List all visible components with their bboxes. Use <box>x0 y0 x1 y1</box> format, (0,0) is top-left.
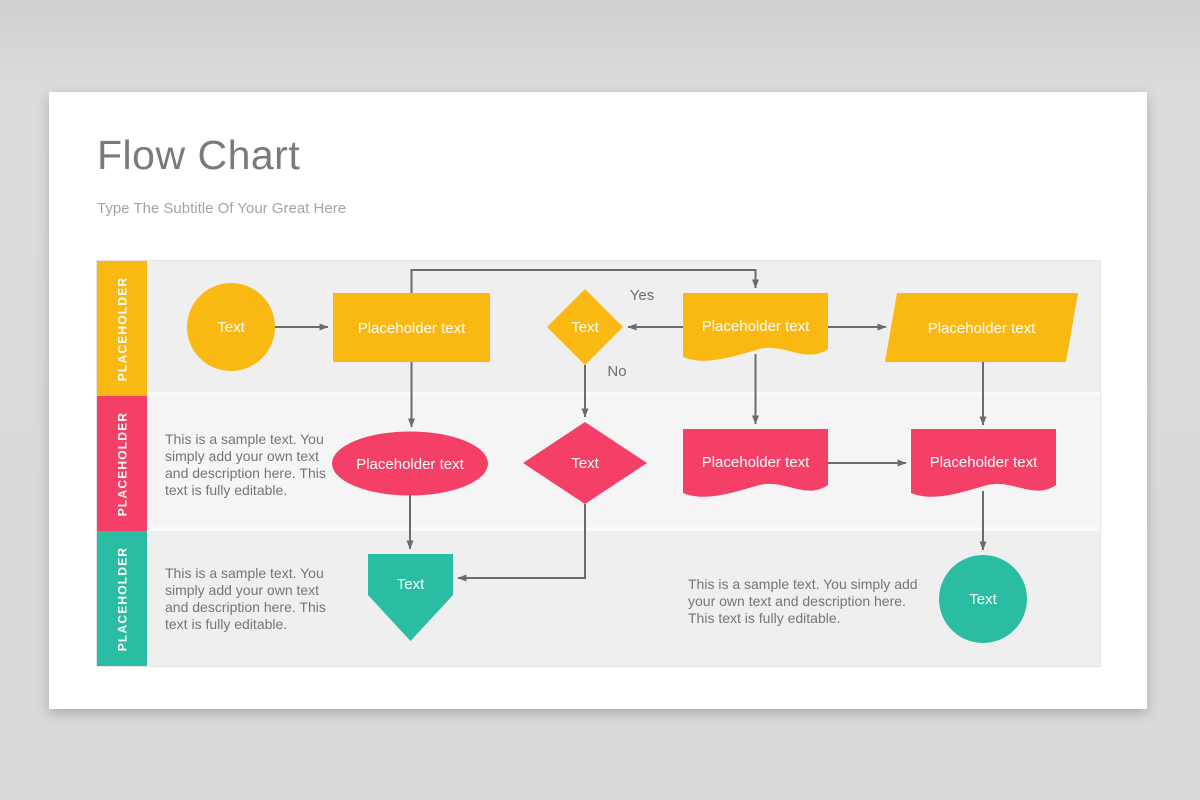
document-1-shape[interactable] <box>683 293 828 361</box>
end-circle-shape[interactable] <box>939 555 1027 643</box>
ellipse-shape[interactable] <box>332 431 488 496</box>
document-3-label: Placeholder text <box>930 454 1038 471</box>
process-rect-shape[interactable] <box>333 293 490 362</box>
io-parallelogram-label: Placeholder text <box>928 320 1036 337</box>
decision-2-label: Text <box>571 455 599 472</box>
ellipse-label: Placeholder text <box>356 456 464 473</box>
node-io-parallelogram[interactable]: Placeholder text <box>885 293 1078 362</box>
node-decision-2[interactable]: Text <box>523 422 647 504</box>
slide-card: Flow Chart Type The Subtitle Of Your Gre… <box>49 92 1147 709</box>
document-1-label: Placeholder text <box>702 318 810 335</box>
node-process-rect[interactable]: Placeholder text <box>333 293 490 362</box>
start-circle-label: Text <box>217 319 245 336</box>
no-label: No <box>607 363 626 380</box>
row-band-3[interactable]: PLACEHOLDER <box>97 531 147 666</box>
node-document-2[interactable]: Placeholder text <box>683 429 828 497</box>
process-rect-label: Placeholder text <box>358 320 466 337</box>
node-document-1[interactable]: Placeholder text <box>683 293 828 361</box>
document-2-label: Placeholder text <box>702 454 810 471</box>
end-circle-label: Text <box>969 591 997 608</box>
row-band-2[interactable]: PLACEHOLDER <box>97 396 147 531</box>
node-pentagon[interactable]: Text <box>368 554 453 641</box>
connector-rect-top-to-document1 <box>410 269 759 293</box>
flowchart-canvas: Yes No Text Placeholder text Text <box>187 269 1078 643</box>
connector-decision2-to-pentagon <box>457 504 586 582</box>
node-start-circle[interactable]: Text <box>187 283 275 371</box>
flowchart-panel: PLACEHOLDER PLACEHOLDER PLACEHOLDER This… <box>96 260 1101 667</box>
document-2-shape[interactable] <box>683 429 828 497</box>
node-decision-1[interactable]: Text <box>547 289 623 365</box>
document-3-shape[interactable] <box>911 429 1056 497</box>
decision-1-shape[interactable] <box>547 289 623 365</box>
row-band-1[interactable]: PLACEHOLDER <box>97 261 147 396</box>
start-circle-shape[interactable] <box>187 283 275 371</box>
sample-text-row2-left[interactable]: This is a sample text. You simply add yo… <box>165 431 326 498</box>
node-end-circle[interactable]: Text <box>939 555 1027 643</box>
node-ellipse[interactable]: Placeholder text <box>332 431 488 496</box>
yes-label: Yes <box>630 287 654 304</box>
connectors: Yes No <box>275 269 987 582</box>
node-document-3[interactable]: Placeholder text <box>911 429 1056 497</box>
pentagon-label: Text <box>397 576 425 593</box>
sample-text-row3-middle[interactable]: This is a sample text. You simply add yo… <box>688 576 918 626</box>
pentagon-shape[interactable] <box>368 554 453 641</box>
page-subtitle[interactable]: Type The Subtitle Of Your Great Here <box>97 200 347 217</box>
decision-2-shape[interactable] <box>523 422 647 504</box>
page-title[interactable]: Flow Chart <box>97 132 301 178</box>
io-parallelogram-shape[interactable] <box>885 293 1078 362</box>
decision-1-label: Text <box>571 319 599 336</box>
sample-text-row3-left[interactable]: This is a sample text. You simply add yo… <box>165 565 326 632</box>
